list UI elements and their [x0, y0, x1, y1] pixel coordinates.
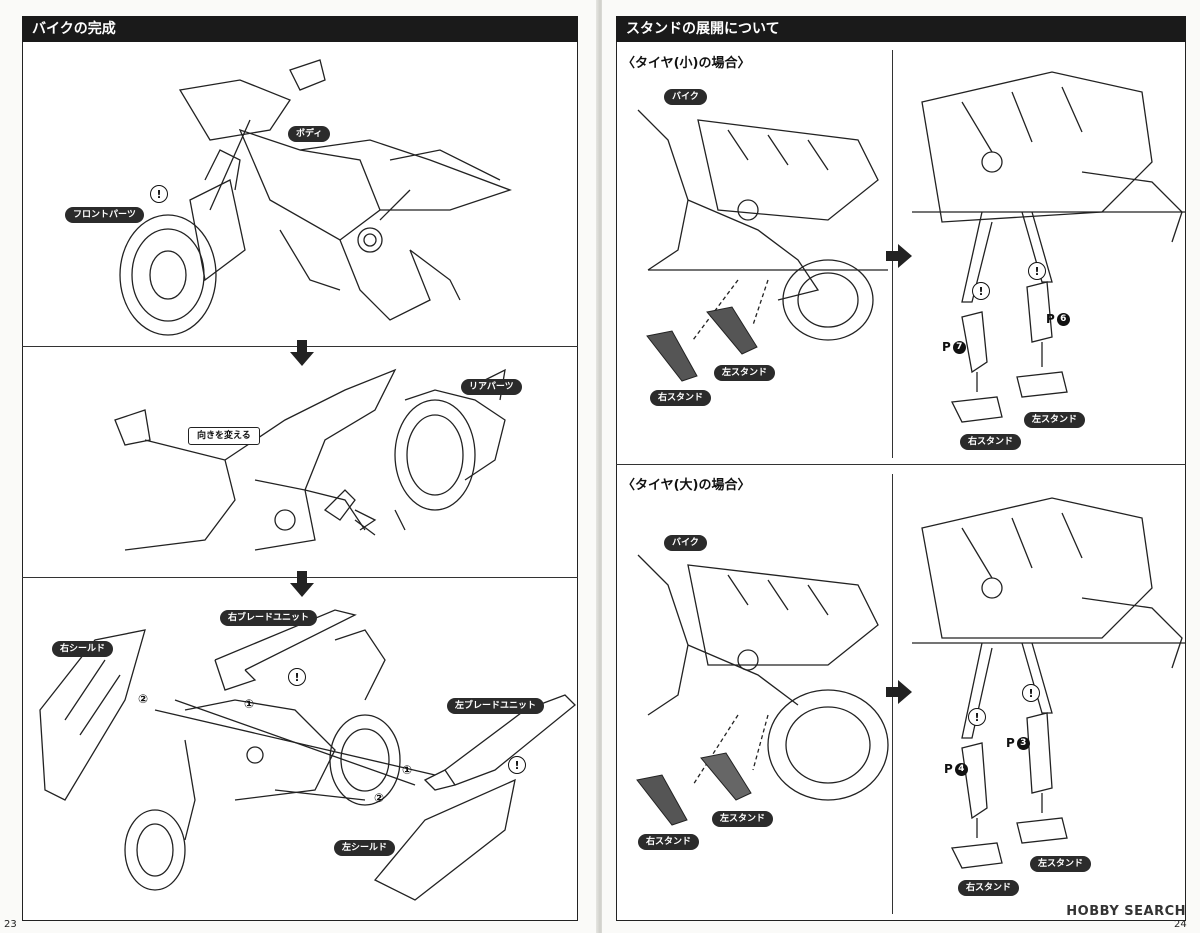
warning-icon: !: [1028, 262, 1046, 280]
bike-stand-large-illustration: [637, 554, 889, 801]
warning-icon: !: [150, 185, 168, 203]
stand-detail-large-illustration: [912, 497, 1186, 869]
step-marker-2: ②: [138, 692, 149, 706]
label-left-stand-small: 左スタンド: [714, 365, 776, 381]
right-divider-mid: [616, 464, 1186, 465]
label-bike-large: バイク: [664, 535, 707, 551]
left-page: バイクの完成: [0, 0, 598, 933]
left-page-title: バイクの完成: [22, 16, 578, 42]
right-stand-small-shape: [646, 330, 698, 382]
stand-detail-small-illustration: [912, 71, 1186, 423]
right-page-title: スタンドの展開について: [616, 16, 1186, 42]
warning-icon: !: [972, 282, 990, 300]
down-arrow-icon: [290, 340, 314, 366]
label-right-stand-large-detail: 右スタンド: [958, 880, 1020, 896]
label-rear-parts: リアパーツ: [461, 379, 522, 395]
watermark: HOBBY SEARCH: [1066, 904, 1186, 919]
label-left-shield: 左シールド: [334, 840, 396, 856]
right-page: スタンドの展開について 〈タイヤ(小)の場合〉: [602, 0, 1200, 933]
page-number-left: 23: [4, 919, 17, 930]
left-stand-small-shape: [706, 306, 758, 355]
label-front-parts: フロントパーツ: [65, 207, 144, 223]
label-body: ボディ: [288, 126, 331, 142]
section-small-heading: 〈タイヤ(小)の場合〉: [622, 56, 751, 71]
label-bike-small: バイク: [664, 89, 707, 105]
label-right-stand-small: 右スタンド: [650, 390, 712, 406]
label-right-stand-small-detail: 右スタンド: [960, 434, 1022, 450]
warning-icon: !: [508, 756, 526, 774]
blade-shield-illustration: [39, 609, 576, 901]
label-change-direction: 向きを変える: [188, 427, 260, 445]
down-arrow-icon: [290, 571, 314, 597]
bike-body-illustration: [119, 59, 512, 336]
warning-icon: !: [1022, 684, 1040, 702]
page-gutter: [596, 0, 604, 933]
right-arrow-icon: [886, 244, 912, 268]
step-marker-1: ①: [244, 697, 255, 711]
page-number-right: 24: [1174, 919, 1187, 930]
label-right-shield: 右シールド: [52, 641, 114, 657]
label-left-stand-large-detail: 左スタンド: [1030, 856, 1092, 872]
right-arrow-icon: [886, 680, 912, 704]
section-large-heading: 〈タイヤ(大)の場合〉: [622, 478, 751, 493]
left-frame: [22, 16, 578, 921]
step-marker-1b: ①: [402, 763, 413, 777]
warning-icon: !: [968, 708, 986, 726]
label-left-blade-unit: 左ブレードユニット: [447, 698, 545, 714]
label-right-blade-unit: 右ブレードユニット: [220, 610, 318, 626]
label-right-stand-large: 右スタンド: [638, 834, 700, 850]
warning-icon: !: [288, 668, 306, 686]
right-stand-large-shape: [636, 774, 688, 826]
rear-parts-illustration: [114, 368, 506, 551]
left-stand-large-shape: [700, 752, 752, 801]
step-marker-2b: ②: [374, 791, 385, 805]
label-left-stand-large: 左スタンド: [712, 811, 774, 827]
label-left-stand-small-detail: 左スタンド: [1024, 412, 1086, 428]
